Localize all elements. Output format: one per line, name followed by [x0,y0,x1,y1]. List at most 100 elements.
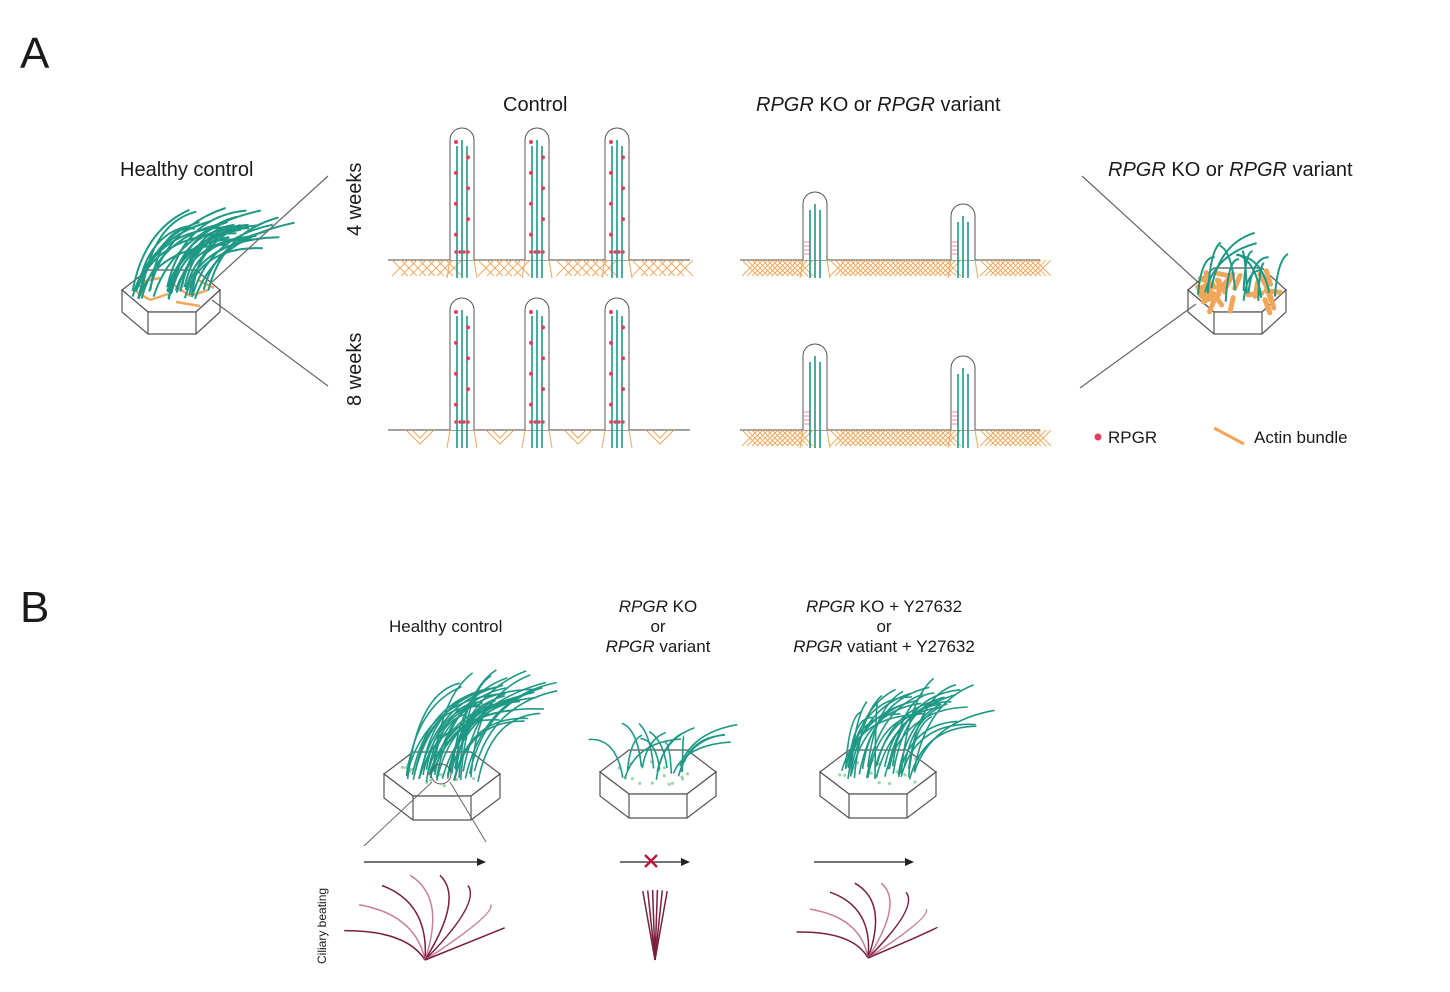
rpgr-dot [617,250,621,254]
actin-hatch [631,259,649,277]
actin-hatch [1004,259,1022,277]
actin-hatch [504,259,522,277]
beat-stroke [381,884,427,961]
svg-text:RPGR variant: RPGR variant [606,637,711,656]
rpgr-dot [454,201,458,206]
panel-b-right-label: RPGR KO + Y27632 or RPGR vatiant + Y2763… [793,597,975,656]
cilium [183,247,263,299]
cilium [888,689,961,770]
actin-hatch [929,259,947,277]
actin-hatch [894,259,912,277]
actin-hatch [884,429,902,447]
zoom-circle [430,763,452,785]
legend-actin-swatch [1213,426,1245,446]
rpgr-dot [454,140,458,144]
beat-stroke [424,927,506,961]
rpgr-dot [609,371,613,376]
rpgr-dot [454,340,458,345]
cilium [1197,256,1215,295]
sparse-cilia-bundle [1197,231,1289,302]
actin-hatch [658,259,676,277]
cilium [131,208,190,292]
actin-hatch [864,429,882,447]
actin-hatch [1014,429,1032,447]
actin-hatch [884,259,902,277]
actin-hatch [839,259,857,277]
cilium [425,705,479,770]
rpgr-dot [617,420,621,424]
actin-hatch [436,259,454,277]
rpgr-dot [466,420,470,424]
rpgr-dot [541,217,545,222]
actin-hatch [939,259,957,277]
actin-root [446,429,451,449]
actin-hatch [979,429,997,447]
cilium [1219,244,1236,291]
basal-body-dot [913,780,917,784]
actin-hatch [869,259,887,277]
rpgr-dot [609,232,613,237]
actin-hatch [859,429,877,447]
cilium [454,669,497,770]
cilium [405,686,462,776]
legend-actin-label: Actin bundle [1254,428,1348,447]
actin-root [601,259,606,279]
actin-root [826,259,831,279]
rpgr-dot [529,250,533,254]
actin-hatch [1034,429,1052,447]
actin-hatch [445,259,463,277]
cilium [913,709,995,773]
basal-body-dot [662,774,667,778]
panel-b-healthy-label: Healthy control [389,617,502,636]
actin-bundle [149,292,169,302]
cilium [845,713,901,768]
cilium [207,216,279,291]
zoomed-cilia-rows [388,127,1052,449]
cilium [185,238,254,289]
actin-hatch [909,259,927,277]
svg-text:RPGR KO: RPGR KO [619,597,697,616]
actin-root [974,259,979,279]
cilium [907,715,933,778]
rpgr-dot [621,186,625,191]
actin-hatch [1014,259,1032,277]
cilium [1210,231,1255,289]
rpgr-dot [462,250,466,254]
rpgr-dot [621,217,625,222]
basal-body-dot [404,766,408,770]
cilium [679,723,738,767]
actin-hatch [741,429,759,447]
zoom-line-upper-right [1081,175,1201,285]
cilium [135,232,237,292]
cilium [448,696,537,769]
cilium [140,210,197,293]
rpgr-dot [458,250,462,254]
rpgr-dot [466,250,470,254]
actin-v-mark [405,429,435,445]
ciliary-beating-diagrams [344,874,939,961]
actin-hatch [899,259,917,277]
actin-bundle [1197,275,1216,287]
rpgr-dot [454,232,458,237]
cilium [841,713,916,772]
actin-root [473,429,478,449]
beat-stroke [854,882,877,959]
cilium [1273,253,1289,297]
rescued-cell-b [819,677,995,819]
actin-hatch [667,259,685,277]
basal-body-dot [838,773,842,777]
rpgr-dot [529,170,533,175]
cilium [861,705,900,770]
cilium [1204,242,1257,293]
cilium [626,734,643,771]
cilium [1235,253,1271,293]
svg-text:RPGR vatiant + Y27632: RPGR vatiant + Y27632 [793,637,975,656]
beat-stroke [796,931,869,959]
cilium [640,737,661,770]
actin-hatch [400,259,418,277]
actin-hatch [513,259,531,277]
panel-b-letter: B [20,583,49,632]
actin-root [799,259,804,279]
actin-root [601,429,606,449]
